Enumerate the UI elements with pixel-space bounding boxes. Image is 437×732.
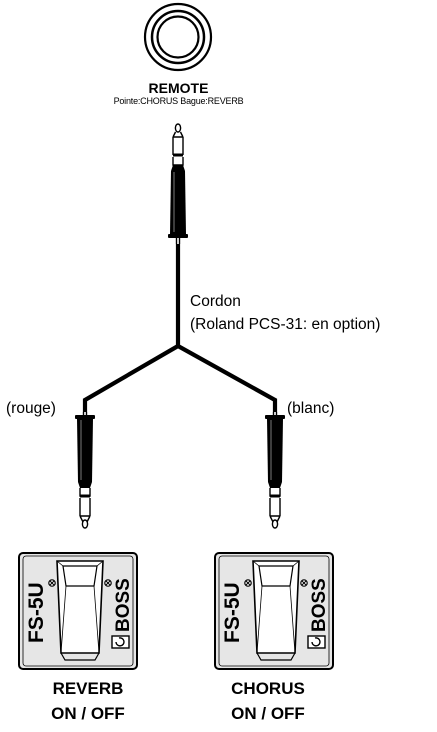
chorus-state-label: ON / OFF xyxy=(231,704,305,723)
right-branch-label: (blanc) xyxy=(287,400,335,417)
left-branch-label: (rouge) xyxy=(6,400,56,417)
reverb-function-label: REVERB xyxy=(52,679,124,698)
pedal-model-label: FS-5U xyxy=(221,582,244,643)
chorus-function-label: CHORUS xyxy=(231,679,305,698)
remote-title: REMOTE xyxy=(148,80,209,96)
reverb-caption: REVERB ON / OFF xyxy=(28,676,148,726)
reverb-state-label: ON / OFF xyxy=(51,704,125,723)
chorus-caption: CHORUS ON / OFF xyxy=(208,676,328,726)
y-cable xyxy=(82,244,278,412)
remote-jack-icon xyxy=(143,2,213,72)
cable-label-line1: Cordon xyxy=(190,293,241,310)
pedal-brand-logo: BOSS xyxy=(309,578,330,632)
pedal-brand-logo: BOSS xyxy=(113,578,134,632)
left-cable-plug-icon xyxy=(73,410,97,530)
cable-label: Cordon (Roland PCS-31: en option) xyxy=(190,290,380,336)
cable-label-line2: (Roland PCS-31: en option) xyxy=(190,316,381,333)
pedal-model-label: FS-5U xyxy=(25,582,48,643)
top-cable-plug-icon xyxy=(168,123,188,244)
right-cable-plug-icon xyxy=(263,410,287,530)
footswitch-reverb: FS-5U BOSS xyxy=(18,552,138,670)
remote-subtitle: Pointe:CHORUS Bague:REVERB xyxy=(113,96,244,106)
footswitch-chorus: FS-5U BOSS xyxy=(214,552,334,670)
